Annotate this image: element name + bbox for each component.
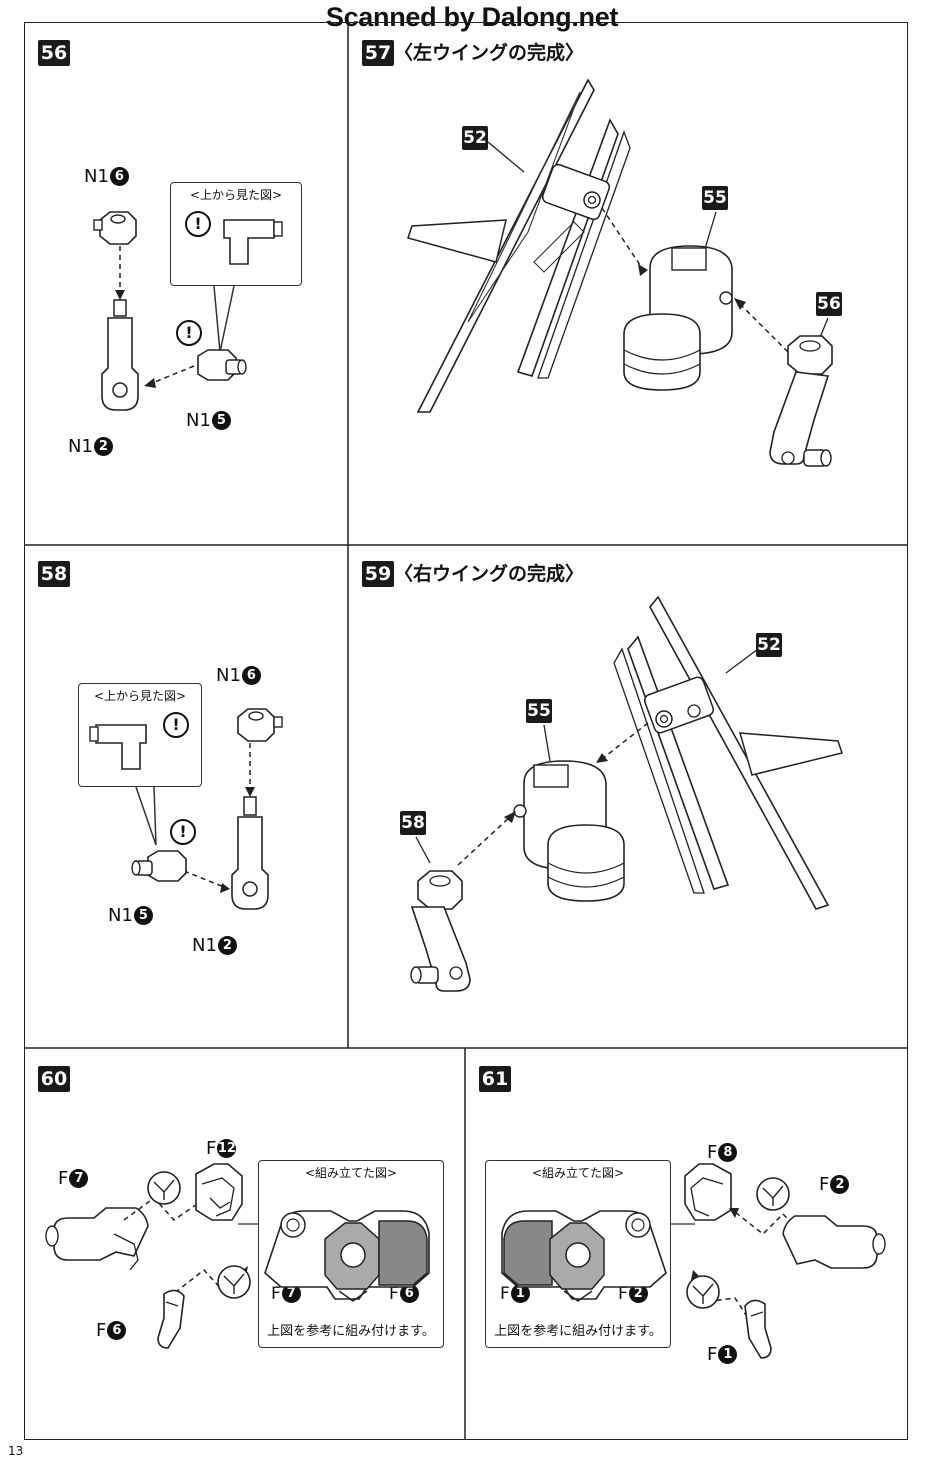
callout-title: <上から見た図> [189, 188, 283, 202]
step-number: 58 [38, 561, 70, 587]
step-number: 60 [38, 1066, 70, 1092]
callout-title: <上から見た図> [93, 689, 187, 703]
part-tag-58: 58 [400, 811, 426, 835]
step-59-panel: 59 〈右ウイングの完成〉 52 55 58 [348, 545, 908, 1048]
n15-part [197, 349, 247, 381]
page-frame [24, 22, 908, 1440]
step-number: 59 [362, 561, 394, 587]
warning-icon: ! [176, 320, 202, 346]
wing-part-52 [613, 595, 843, 910]
step-58-drawing [89, 708, 283, 910]
step-57-drawing [407, 78, 833, 467]
part-tag-55: 55 [526, 699, 552, 723]
watermark: Scanned by Dalong.net [325, 2, 619, 32]
part-tag-56: 56 [816, 292, 842, 316]
step-number: 57 [362, 40, 394, 66]
cylinder-part-55 [513, 760, 625, 902]
arm-part-58 [410, 870, 471, 992]
cylinder-part-55 [623, 245, 733, 391]
step-61-drawing [671, 1163, 886, 1359]
f8-part [684, 1163, 732, 1221]
step-title: 〈左ウイングの完成〉 [394, 42, 585, 64]
part-label-f12: F12 [206, 1138, 237, 1159]
n16-part [93, 211, 137, 245]
page-number: 13 [8, 1444, 24, 1458]
assembled-part-drawing [264, 1210, 430, 1302]
n16-part [237, 708, 283, 742]
f7-part [45, 1207, 149, 1271]
callout-title: <組み立てた図> [531, 1166, 625, 1180]
warning-icon: ! [163, 712, 189, 738]
f6-part [157, 1289, 185, 1349]
part-tag-55: 55 [702, 186, 728, 210]
step-59-drawing [410, 595, 843, 992]
f2-part [782, 1215, 886, 1269]
f1-part [744, 1299, 772, 1359]
assembled-part-drawing [501, 1210, 667, 1302]
arm-part-56 [769, 335, 833, 467]
step-60-drawing [45, 1163, 258, 1349]
wing-part-52 [407, 78, 631, 413]
warning-icon: ! [170, 819, 196, 845]
n15-part [131, 850, 187, 882]
part-tag-52: 52 [462, 126, 488, 150]
assembly-note: 上図を参考に組み付けます。 [494, 1324, 662, 1339]
f12-part [195, 1163, 243, 1221]
n12-part [231, 796, 269, 910]
step-number: 56 [38, 40, 70, 66]
step-title: 〈右ウイングの完成〉 [394, 563, 585, 585]
part-tag-52: 52 [756, 633, 782, 657]
warning-icon: ! [185, 211, 211, 237]
n12-part [101, 299, 139, 411]
step-56-drawing [93, 211, 283, 411]
callout-title: <組み立てた図> [304, 1166, 398, 1180]
step-57-panel: 57 〈左ウイングの完成〉 52 55 56 [348, 22, 908, 545]
assembly-note: 上図を参考に組み付けます。 [267, 1324, 435, 1339]
step-number: 61 [479, 1066, 511, 1092]
